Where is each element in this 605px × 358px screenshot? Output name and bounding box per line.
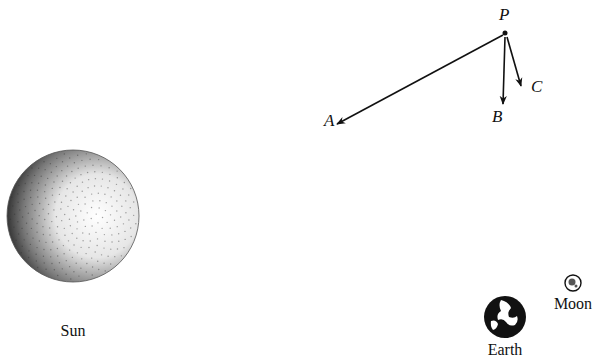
- sun-figure: [5, 148, 141, 284]
- body-name: Sun: [3, 322, 143, 340]
- vector-label: B: [492, 108, 502, 125]
- earth-figure: [475, 294, 535, 340]
- earth-body: Earth: [473, 294, 537, 358]
- sun-body: Sun: [3, 148, 143, 340]
- point-label: P: [499, 6, 509, 23]
- vector-label: C: [531, 78, 542, 95]
- body-name: Moon: [547, 295, 599, 313]
- moon-body: Moon: [547, 273, 599, 313]
- vector-b: [503, 37, 505, 104]
- vector-c: [507, 37, 521, 86]
- vector-a: [337, 35, 503, 124]
- body-name: Earth: [473, 341, 537, 358]
- vector-label: A: [324, 112, 334, 129]
- point-p: [503, 31, 508, 36]
- moon-figure: [549, 273, 597, 293]
